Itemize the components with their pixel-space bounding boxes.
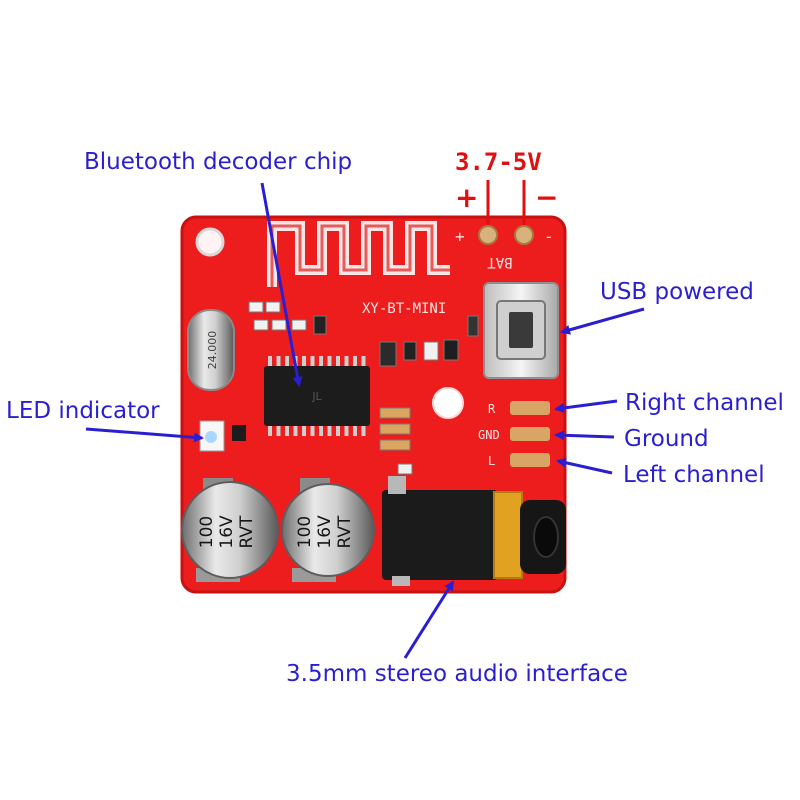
mounting-hole-2 <box>432 387 464 419</box>
label-audio-interface: 3.5mm stereo audio interface <box>286 661 628 687</box>
capacitor-1: 100 16V RVT <box>181 478 279 582</box>
model-silkscreen: XY-BT-MINI <box>362 301 446 317</box>
chip-pin <box>268 426 272 436</box>
bluetooth-decoder-chip: JL <box>264 356 370 436</box>
chip-pin <box>336 426 340 436</box>
chip-pin <box>361 426 366 436</box>
chip-pin <box>310 426 315 436</box>
chip-pin <box>344 426 349 436</box>
chip-pin <box>353 356 357 366</box>
arrow-led <box>85 427 204 443</box>
chip-pin <box>319 426 323 436</box>
usb-connector <box>483 282 559 379</box>
smd-components <box>248 301 479 475</box>
power-pads <box>478 225 534 245</box>
cap1-line2: 16V <box>217 515 237 549</box>
chip-pin <box>327 356 332 366</box>
capacitor-2: 100 16V RVT <box>281 478 375 582</box>
pcb-board: 24.000 JL <box>180 215 567 594</box>
arrow-usb <box>560 307 645 335</box>
label-right-channel: Right channel <box>625 390 784 416</box>
chip-pin <box>268 356 272 366</box>
pin-gnd-silkscreen: GND <box>478 428 500 442</box>
chip-pin <box>319 356 323 366</box>
pin-r-silkscreen: R <box>488 402 496 416</box>
bat-silkscreen: BAT <box>487 254 513 270</box>
label-led-indicator: LED indicator <box>6 398 160 424</box>
polarity-lines <box>486 180 526 225</box>
bat-minus-silkscreen: - <box>544 227 554 246</box>
chip-pin <box>285 426 289 436</box>
chip-pin <box>276 356 281 366</box>
audio-out-pads <box>510 401 550 467</box>
label-left-channel: Left channel <box>623 462 765 488</box>
mounting-hole <box>195 227 225 257</box>
pad-negative <box>514 225 534 245</box>
cap2-line1: 100 <box>295 516 315 548</box>
chip-pin <box>302 356 306 366</box>
chip-pin <box>302 426 306 436</box>
chip-pin <box>336 356 340 366</box>
label-positive-sign: + <box>455 181 479 214</box>
chip-pin <box>327 426 332 436</box>
chip-pin <box>310 356 315 366</box>
audio-jack <box>382 476 566 586</box>
label-ground: Ground <box>624 426 709 452</box>
pad-positive <box>478 225 498 245</box>
arrow-left-channel <box>556 457 613 475</box>
label-usb-powered: USB powered <box>600 279 754 305</box>
bat-plus-silkscreen: + <box>455 227 465 246</box>
chip-pin <box>293 426 298 436</box>
arrow-ground <box>554 430 615 441</box>
chip-pin <box>353 426 357 436</box>
svg-text:JL: JL <box>311 390 322 403</box>
arrow-audio <box>403 580 455 659</box>
label-negative-sign: − <box>535 181 559 214</box>
cap2-line3: RVT <box>335 515 355 549</box>
crystal-label: 24.000 <box>206 331 219 370</box>
cap1-line1: 100 <box>197 516 217 548</box>
cap1-line3: RVT <box>237 515 257 549</box>
label-bluetooth-decoder-chip: Bluetooth decoder chip <box>84 149 353 175</box>
led <box>199 420 246 452</box>
chip-pin <box>276 426 281 436</box>
arrow-chip <box>260 182 303 387</box>
chip-pin <box>361 356 366 366</box>
callout-arrows <box>85 182 645 659</box>
chip-pin <box>285 356 289 366</box>
pin-l-silkscreen: L <box>488 454 495 468</box>
chip-pin <box>344 356 349 366</box>
cap2-line2: 16V <box>315 515 335 549</box>
crystal-oscillator: 24.000 <box>187 309 235 391</box>
arrow-right-channel <box>554 399 618 413</box>
label-voltage: 3.7-5V <box>455 148 542 176</box>
